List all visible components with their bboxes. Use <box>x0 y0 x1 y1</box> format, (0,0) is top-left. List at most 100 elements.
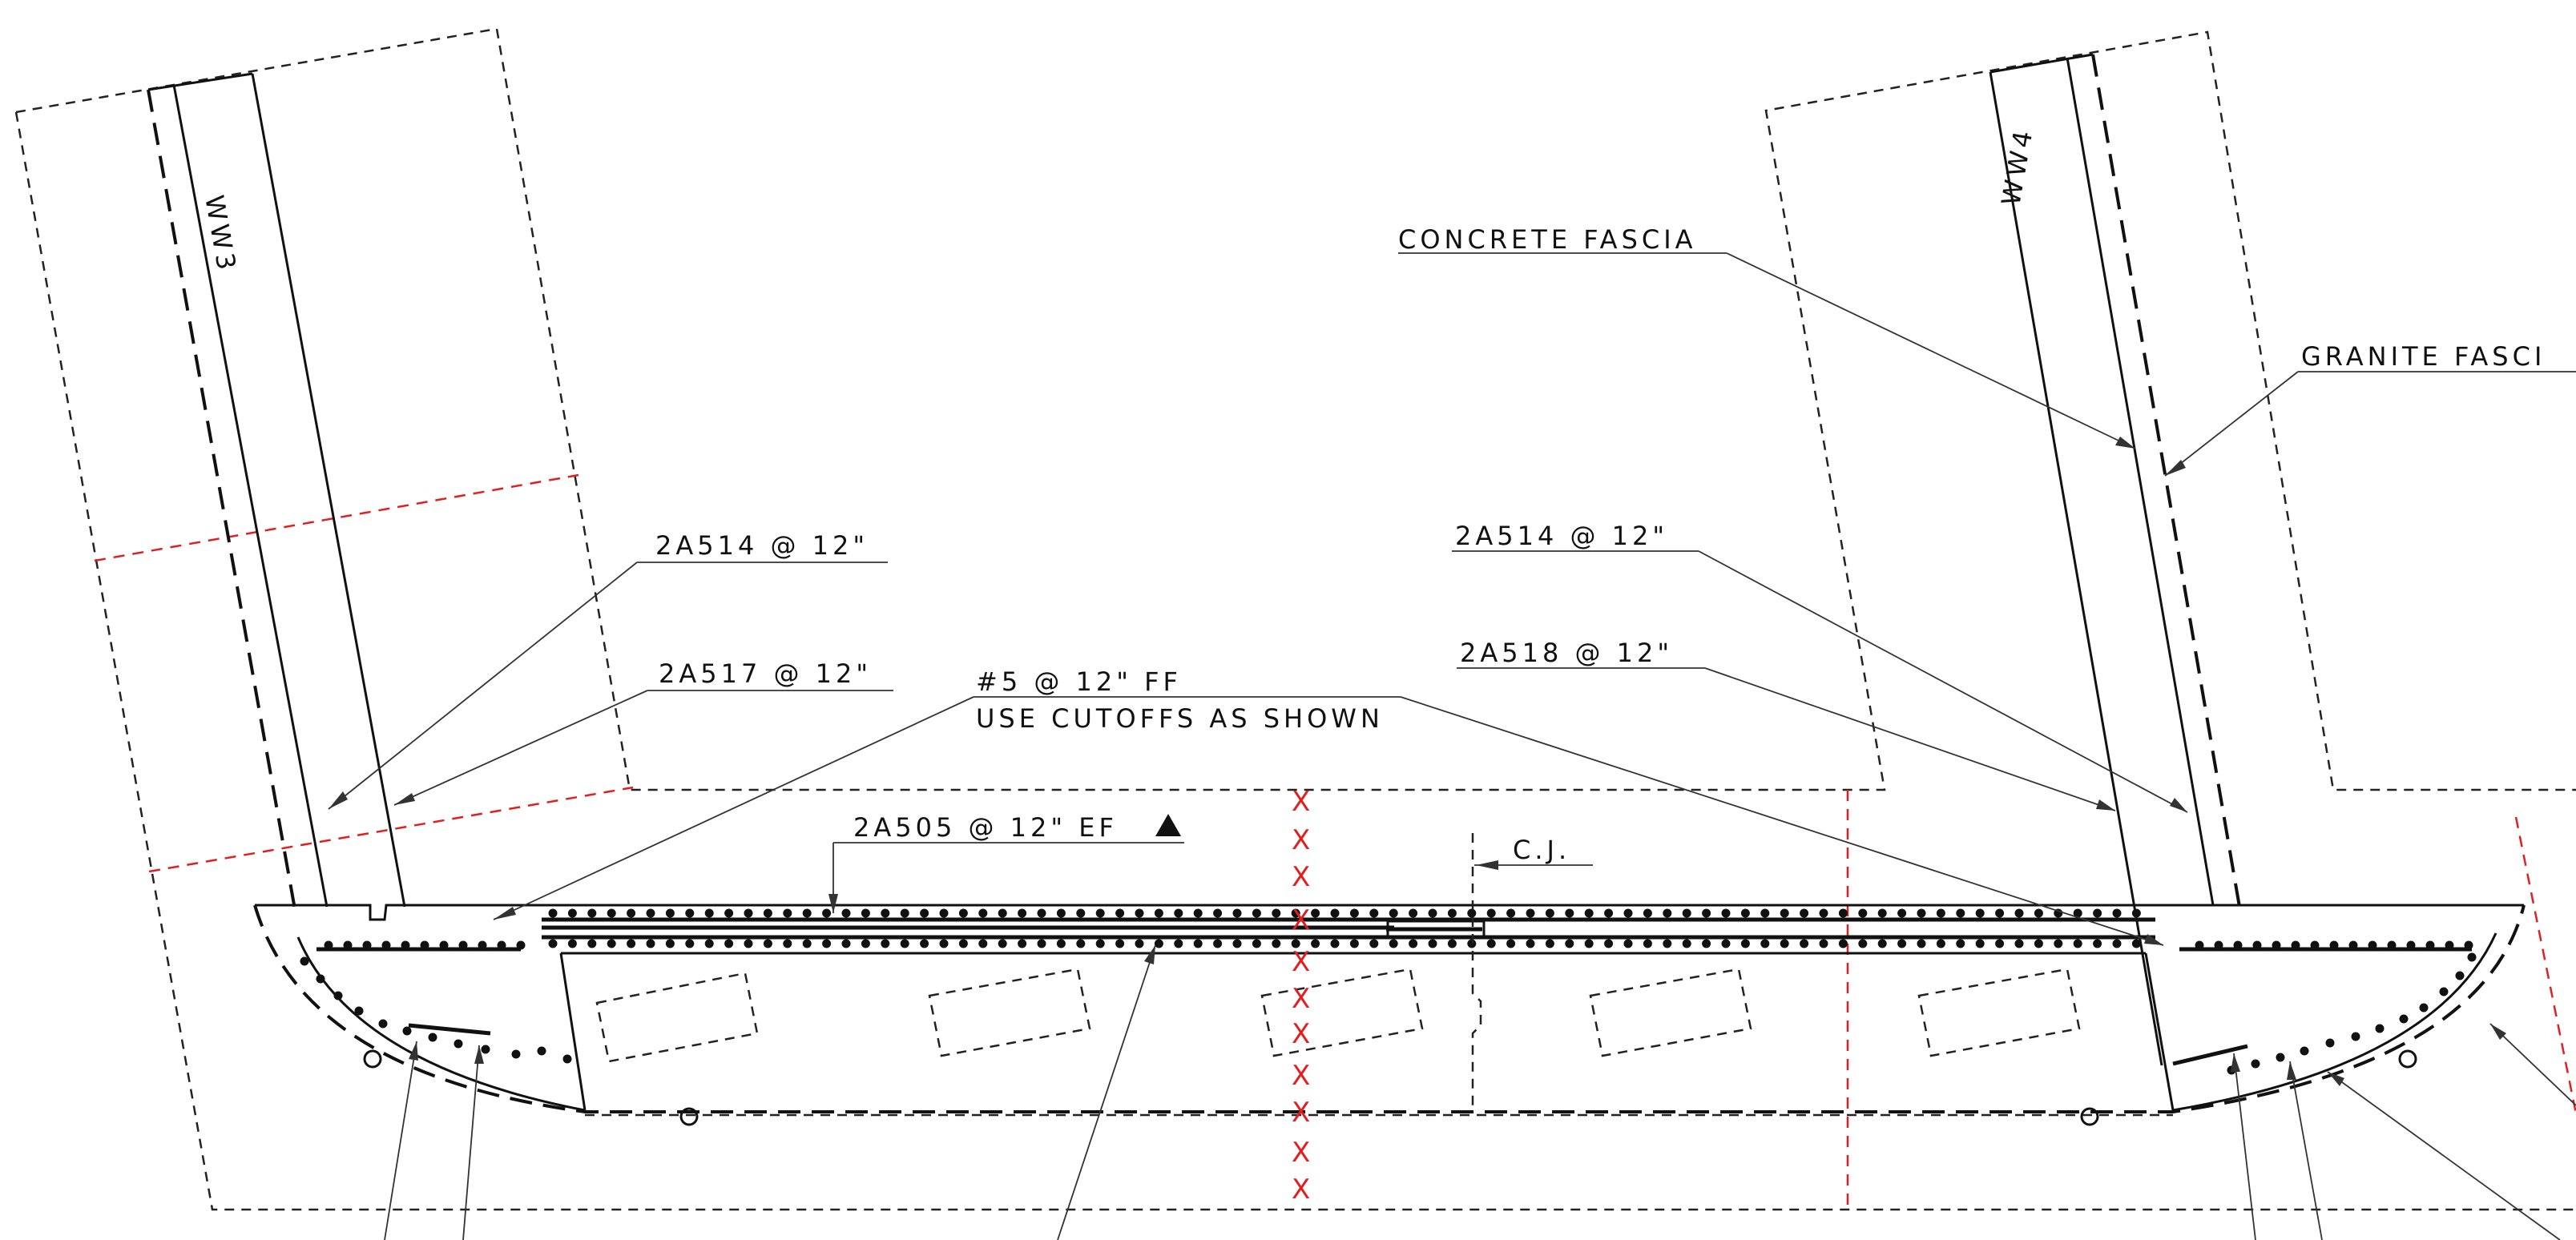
rebar-dot <box>2233 940 2243 950</box>
rebar-dot <box>1349 939 1359 948</box>
rebar-dot <box>665 908 675 918</box>
rebar-dot <box>1272 908 1281 918</box>
rebar-dot <box>920 939 929 948</box>
rebar-dot <box>1095 908 1105 918</box>
left-2a514-callout: 2A514 @ 12" <box>328 530 888 810</box>
rebar-dot <box>1877 939 1887 948</box>
rebar-dot <box>362 940 372 950</box>
rebar-dot <box>958 908 968 918</box>
rebar-dot <box>1447 908 1457 918</box>
rebar-dot <box>1389 939 1398 948</box>
rebar-dot <box>1232 939 1242 948</box>
left-wall-ww3: WW3 <box>147 72 406 910</box>
rebar-dot <box>300 956 309 966</box>
rebar-dot <box>607 939 616 948</box>
rebar-dot <box>2112 939 2122 948</box>
rebar-dot <box>2464 940 2473 950</box>
rebar-dot <box>1486 939 1496 948</box>
dashed-blockouts <box>595 968 2081 1063</box>
rebar-dot <box>881 939 890 948</box>
rebar-dot <box>2112 908 2122 918</box>
rebar-dot <box>2034 908 2043 918</box>
rebar-dot <box>1604 939 1614 948</box>
rebar-dot <box>1623 939 1633 948</box>
rebar-dot <box>1174 908 1183 918</box>
rebar-dot <box>1643 939 1652 948</box>
rebar-dot <box>900 908 909 918</box>
rebar-dot <box>548 939 558 948</box>
rebar-dot <box>1663 908 1672 918</box>
rebar-dot <box>1018 939 1027 948</box>
right-2a518-callout: 2A518 @ 12" <box>1457 638 2116 811</box>
rebar-dot <box>1780 939 1789 948</box>
rebar-dots <box>300 908 2477 1075</box>
rebar-dot <box>1506 908 1516 918</box>
rebar-dot <box>822 939 832 948</box>
rebar-dot <box>1643 908 1652 918</box>
outer-dashed-outline <box>14 27 2576 1211</box>
rebar-dot <box>567 939 577 948</box>
rebar-dot <box>324 940 333 950</box>
rebar-dot <box>1154 939 1163 948</box>
rebar-dot <box>2073 939 2082 948</box>
rebar-dot <box>1995 939 2005 948</box>
rebar-dot <box>1409 908 1418 918</box>
rebar-dot <box>1838 939 1848 948</box>
rebar-dot <box>1232 908 1242 918</box>
rebar-dot <box>1174 939 1183 948</box>
rebar-dot <box>562 1054 572 1064</box>
rebar-dot <box>1936 939 1945 948</box>
rebar-dot <box>2272 940 2281 950</box>
red-x-mark: X <box>1292 1060 1310 1092</box>
center-bar-line2: USE CUTOFFS AS SHOWN <box>976 703 1384 734</box>
rebar-dot <box>939 939 949 948</box>
rebar-dot <box>1819 939 1828 948</box>
rebar-dot <box>704 908 714 918</box>
rebar-dot <box>2251 1059 2260 1069</box>
rebar-dot <box>1565 908 1574 918</box>
rebar-dot <box>1721 939 1731 948</box>
rebar-dot <box>2368 940 2377 950</box>
concrete-fascia-callout: CONCRETE FASCIA <box>1398 224 2136 449</box>
rebar-dot <box>998 939 1007 948</box>
right-wall-ww4: WW4 <box>1989 53 2241 1066</box>
rebar-dot <box>783 908 792 918</box>
rebar-dot <box>1858 908 1868 918</box>
rebar-dot <box>401 940 410 950</box>
rebar-dot <box>343 940 353 950</box>
rebar-top-layer <box>316 917 2472 1066</box>
concrete-fascia-label: CONCRETE FASCIA <box>1398 224 1697 255</box>
rebar-dot <box>2348 940 2358 950</box>
rebar-dot <box>2351 1032 2360 1041</box>
rebar-dot <box>2399 1014 2409 1024</box>
rebar-dot <box>511 1049 521 1059</box>
rebar-dot <box>1838 908 1848 918</box>
left-2a517-label: 2A517 @ 12" <box>659 658 872 689</box>
rebar-dot <box>420 940 429 950</box>
rebar-dot <box>1135 908 1144 918</box>
rebar-dot <box>1506 939 1516 948</box>
rebar-dot <box>2425 940 2435 950</box>
rebar-dot <box>802 908 812 918</box>
rebar-dot <box>744 939 753 948</box>
rebar-dot <box>1975 939 1985 948</box>
rebar-dot <box>1193 939 1203 948</box>
rebar-dot <box>1702 908 1711 918</box>
granite-fascia-label: GRANITE FASCI <box>2301 341 2546 372</box>
construction-joint: C.J. <box>1471 833 1593 1113</box>
rebar-dot <box>1682 908 1691 918</box>
rebar-dot <box>646 939 655 948</box>
rebar-dot <box>861 939 870 948</box>
rebar-dot <box>1330 939 1340 948</box>
rebar-dot <box>2093 939 2102 948</box>
rebar-dot <box>481 1045 490 1054</box>
rebar-dot <box>537 1046 546 1056</box>
rebar-dot <box>1877 908 1887 918</box>
rebar-dot <box>1349 908 1359 918</box>
rebar-dot <box>783 939 792 948</box>
rebar-dot <box>1740 908 1750 918</box>
rebar-dot <box>1272 939 1281 948</box>
rebar-dot <box>2073 908 2082 918</box>
red-x-mark: X <box>1292 824 1310 856</box>
right-2a514-label: 2A514 @ 12" <box>1455 521 1668 551</box>
